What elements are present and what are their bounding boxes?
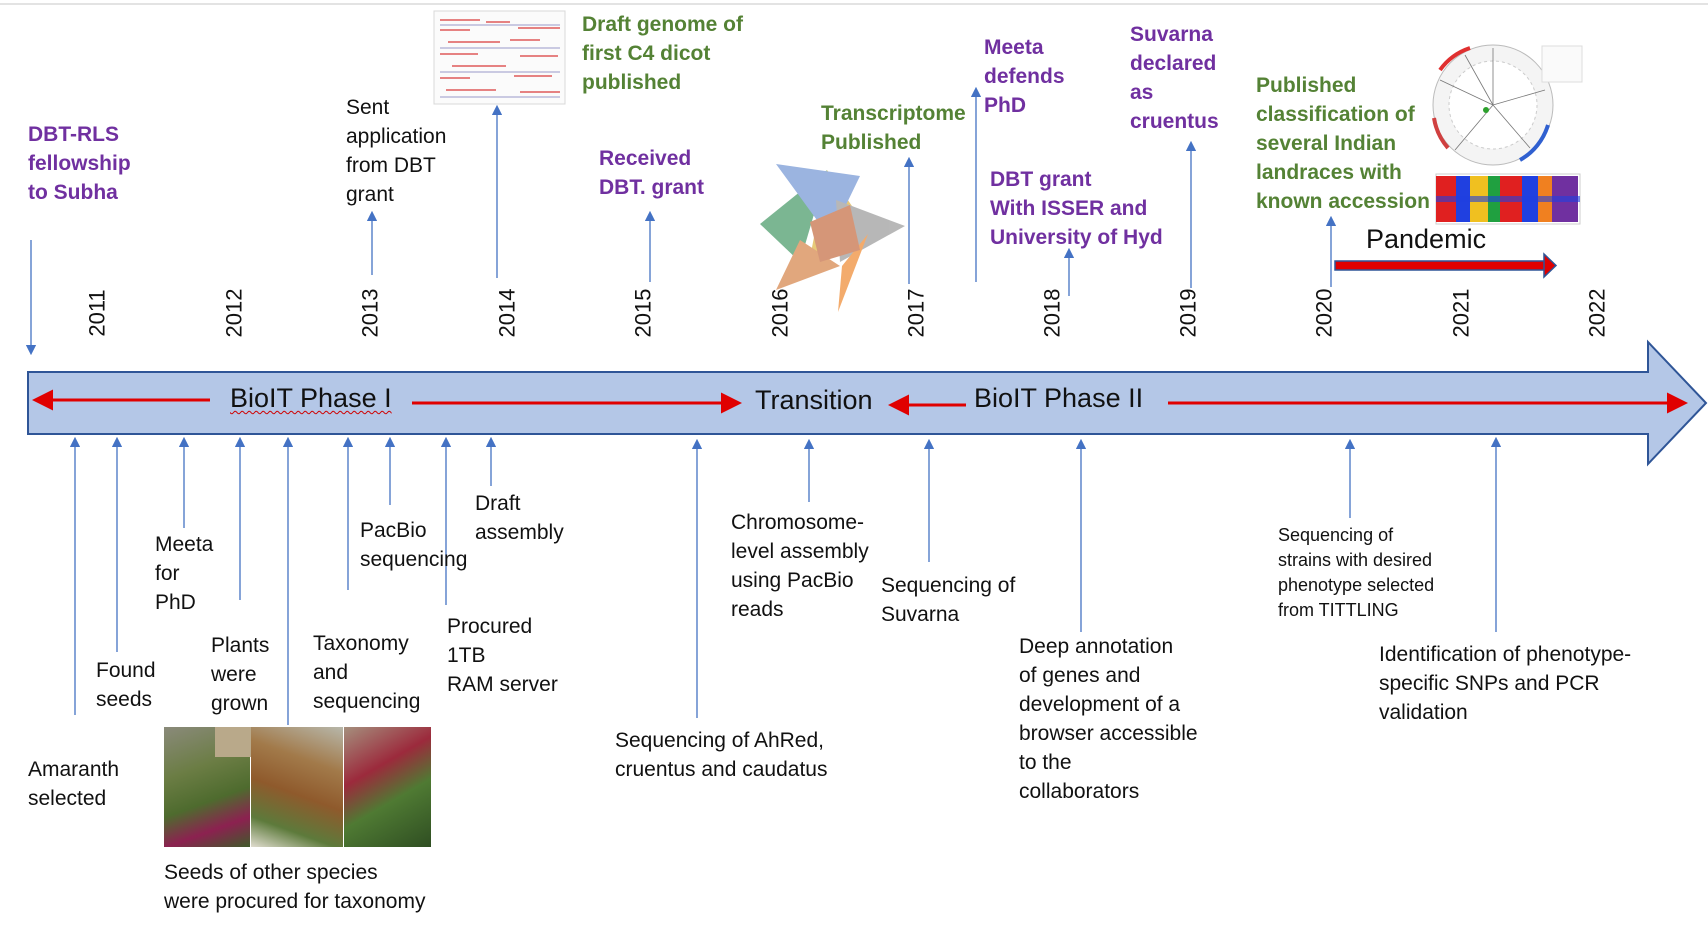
year-label: 2021: [1448, 288, 1474, 338]
found-seeds: Found seeds: [96, 659, 156, 711]
meeta-defends-phd: Meeta defends PhD: [984, 36, 1065, 117]
sent-application: Sent application from DBT grant: [346, 96, 447, 206]
amaranth-selected: Amaranth selected: [28, 758, 120, 810]
taxonomy-and-sequencing: Taxonomy and sequencing: [313, 632, 421, 713]
seeds-other-species: Seeds of other species were procured for…: [164, 861, 426, 913]
meeta-for-phd: Meeta for PhD: [155, 533, 214, 614]
amaranth-photo-2: [251, 727, 343, 847]
phylogenetic-tree-figure: [1432, 44, 1583, 166]
year-label: 2014: [494, 288, 520, 338]
table-figure-thumbnail: [433, 10, 566, 105]
year-label: 2022: [1584, 288, 1610, 338]
suvarna-declared: Suvarna declared as cruentus: [1130, 23, 1219, 133]
phase-arrows: [32, 389, 1688, 416]
transcriptome-published: Transcriptome Published: [821, 102, 966, 154]
plants-were-grown: Plants were grown: [211, 634, 270, 715]
sequencing-strains: Sequencing of strains with desired pheno…: [1278, 525, 1435, 620]
draft-genome-published: Draft genome of first C4 dicot published: [582, 13, 744, 94]
sequencing-ahred: Sequencing of AhRed, cruentus and caudat…: [615, 729, 828, 781]
draft-assembly: Draft assembly: [475, 492, 564, 544]
published-classification: Published classification of several Indi…: [1256, 74, 1430, 213]
connectors-below: [69, 436, 1502, 725]
phase-1-label: BioIT Phase I: [226, 383, 396, 414]
year-label: 2012: [221, 288, 247, 338]
identification-snps: Identification of phenotype- specific SN…: [1379, 643, 1632, 724]
year-label: 2017: [903, 288, 929, 338]
year-label: 2019: [1175, 288, 1201, 338]
year-label: 2011: [84, 289, 110, 337]
year-label: 2018: [1039, 288, 1065, 338]
dbt-rls-fellowship: DBT-RLS fellowship to Subha: [28, 123, 131, 204]
procured-server: Procured 1TB RAM server: [447, 615, 558, 696]
sequencing-suvarna: Sequencing of Suvarna: [881, 574, 1016, 626]
year-label: 2020: [1311, 288, 1337, 338]
pacbio-sequencing: PacBio sequencing: [360, 519, 468, 571]
structure-plot-figure: [1435, 173, 1581, 225]
amaranth-photo-3: [344, 727, 431, 847]
received-dbt-grant: Received DBT. grant: [599, 147, 704, 199]
year-label: 2013: [357, 288, 383, 338]
chromosome-level-assembly: Chromosome- level assembly using PacBio …: [731, 511, 869, 621]
deep-annotation: Deep annotation of genes and development…: [1019, 635, 1198, 803]
year-label: 2015: [630, 288, 656, 338]
pandemic-label: Pandemic: [1366, 224, 1487, 254]
phase-2-label: BioIT Phase II: [970, 383, 1148, 414]
connectors-above: [25, 86, 1337, 356]
pandemic-arrow: [1334, 252, 1558, 279]
seed-texture-thumbnail: [215, 727, 251, 757]
year-label: 2016: [767, 288, 793, 338]
transition-label: Transition: [751, 385, 877, 416]
dbt-grant-isser: DBT grant With ISSER and University of H…: [990, 168, 1163, 249]
venn-star-figure: [760, 164, 905, 312]
